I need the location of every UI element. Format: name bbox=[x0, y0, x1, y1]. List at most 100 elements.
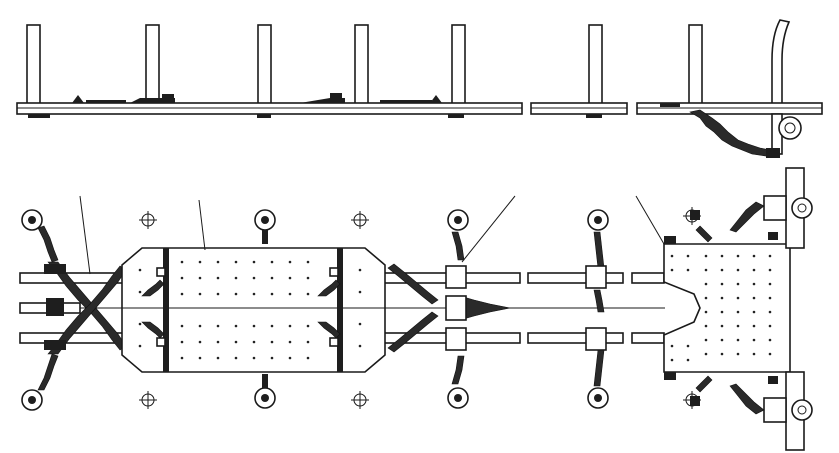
rivet-dot bbox=[768, 338, 772, 342]
rivet-dot bbox=[704, 338, 708, 342]
rivet-dot bbox=[768, 324, 772, 328]
crosshair-icon bbox=[139, 211, 157, 229]
rivet-dot bbox=[270, 276, 274, 280]
rivet-dot bbox=[138, 344, 142, 348]
rivet-dot bbox=[358, 344, 362, 348]
rivet-dot bbox=[768, 296, 772, 300]
rivet-dot bbox=[252, 292, 256, 296]
rivet-dot bbox=[288, 276, 292, 280]
rivet-dot bbox=[234, 324, 238, 328]
rivet-dot bbox=[252, 340, 256, 344]
rivet-dot bbox=[180, 340, 184, 344]
rivet-dot bbox=[736, 310, 740, 314]
rivet-dot bbox=[752, 310, 756, 314]
rivet-dot bbox=[704, 296, 708, 300]
rivet-dot bbox=[216, 324, 220, 328]
rivet-dot bbox=[704, 282, 708, 286]
rivet-dot bbox=[358, 268, 362, 272]
rivet-dot bbox=[234, 356, 238, 360]
rivet-dot bbox=[686, 344, 690, 348]
anchor-rings-left bbox=[21, 209, 66, 411]
rivet-dot bbox=[720, 352, 724, 356]
rivet-dot bbox=[686, 268, 690, 272]
rivet-dot bbox=[306, 260, 310, 264]
rivet-dot bbox=[288, 292, 292, 296]
rivet-dot bbox=[216, 292, 220, 296]
rivet-dot bbox=[270, 340, 274, 344]
rivet-dot bbox=[180, 276, 184, 280]
rivet-dot bbox=[768, 268, 772, 272]
rivet-dot bbox=[198, 292, 202, 296]
curved-post bbox=[771, 19, 791, 109]
rivet-dot bbox=[180, 356, 184, 360]
rivet-dot bbox=[768, 282, 772, 286]
rivet-dot bbox=[234, 340, 238, 344]
rivet-dot bbox=[306, 292, 310, 296]
rivet-dot bbox=[288, 356, 292, 360]
rivet-dot bbox=[270, 260, 274, 264]
rivet-dot bbox=[306, 324, 310, 328]
beam-fittings bbox=[28, 93, 680, 118]
left-end-chains bbox=[37, 225, 127, 391]
right-winches bbox=[664, 167, 813, 451]
rivet-dot bbox=[736, 296, 740, 300]
rivet-dot bbox=[252, 260, 256, 264]
rivet-dot bbox=[752, 268, 756, 272]
rivet-dot bbox=[704, 254, 708, 258]
platform-rivets bbox=[670, 254, 772, 362]
rivet-dot bbox=[198, 340, 202, 344]
rivet-dot bbox=[720, 254, 724, 258]
rivet-dot bbox=[720, 338, 724, 342]
posts bbox=[26, 24, 703, 114]
rivet-dot bbox=[288, 340, 292, 344]
body-rivets bbox=[138, 260, 362, 360]
rivet-dot bbox=[720, 324, 724, 328]
rivet-dot bbox=[736, 324, 740, 328]
rivet-dot bbox=[704, 268, 708, 272]
rivet-dot bbox=[358, 290, 362, 294]
rivet-dot bbox=[198, 324, 202, 328]
rivet-dot bbox=[704, 310, 708, 314]
rivet-dot bbox=[198, 260, 202, 264]
rivet-dot bbox=[670, 344, 674, 348]
right-stanchions bbox=[585, 209, 609, 409]
rivet-dot bbox=[736, 352, 740, 356]
rivet-dot bbox=[736, 254, 740, 258]
rivet-dot bbox=[234, 260, 238, 264]
side-chain bbox=[689, 109, 802, 158]
rivet-dot bbox=[358, 322, 362, 326]
rivet-dot bbox=[752, 352, 756, 356]
rivet-dot bbox=[704, 352, 708, 356]
rivet-dot bbox=[720, 268, 724, 272]
rivet-dot bbox=[270, 356, 274, 360]
leader-lines bbox=[79, 195, 665, 275]
rivet-dot bbox=[138, 322, 142, 326]
rivet-dot bbox=[306, 276, 310, 280]
rivet-dot bbox=[306, 356, 310, 360]
rivet-dot bbox=[138, 290, 142, 294]
rivet-dot bbox=[306, 340, 310, 344]
rivet-dot bbox=[216, 276, 220, 280]
rivet-dot bbox=[198, 356, 202, 360]
rivet-dot bbox=[288, 260, 292, 264]
side-elevation bbox=[16, 19, 823, 158]
rivet-dot bbox=[270, 324, 274, 328]
rivet-dot bbox=[686, 254, 690, 258]
rivet-dot bbox=[752, 324, 756, 328]
rivet-dot bbox=[720, 282, 724, 286]
crosshair-icon bbox=[351, 391, 369, 409]
crosshair-icon bbox=[139, 391, 157, 409]
rivet-dot bbox=[138, 268, 142, 272]
anchor-rings-body bbox=[254, 209, 276, 409]
rivet-dot bbox=[720, 296, 724, 300]
rivet-dot bbox=[180, 292, 184, 296]
rivet-dot bbox=[216, 356, 220, 360]
rivet-dot bbox=[670, 268, 674, 272]
rivet-dot bbox=[752, 296, 756, 300]
rivet-dot bbox=[768, 254, 772, 258]
rivet-dot bbox=[736, 282, 740, 286]
body-chains bbox=[141, 267, 341, 347]
rivet-dot bbox=[768, 310, 772, 314]
rivet-dot bbox=[736, 268, 740, 272]
rivet-dot bbox=[288, 324, 292, 328]
